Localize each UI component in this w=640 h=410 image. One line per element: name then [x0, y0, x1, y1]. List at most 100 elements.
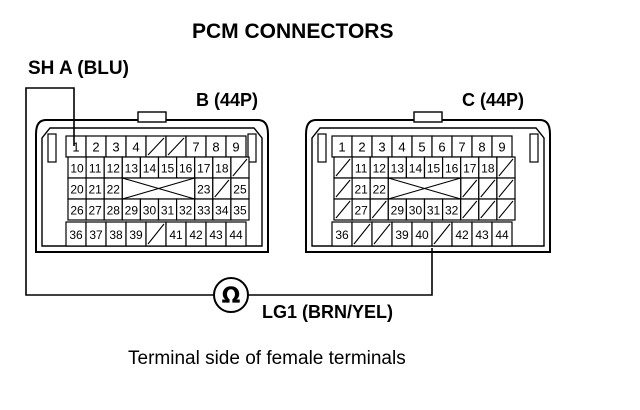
terminal-cell: 37: [85, 221, 107, 247]
terminal-number: 21: [354, 183, 368, 197]
terminal-number: 27: [88, 204, 102, 218]
terminal-cell: [145, 135, 167, 158]
terminal-cell: 27: [85, 198, 105, 221]
terminal-cell: 42: [451, 221, 473, 247]
terminal-cell: 2: [351, 135, 373, 158]
terminal-cell: 38: [105, 221, 127, 247]
terminal-cell: 30: [139, 198, 160, 221]
terminal-number: 43: [209, 228, 223, 242]
terminal-number: 32: [179, 204, 193, 218]
connector-lock-tab: [137, 111, 167, 123]
terminal-cell: 8: [205, 135, 227, 158]
terminal-cell: 28: [103, 198, 123, 221]
terminal-cell: 17: [194, 156, 214, 179]
terminal-number: 4: [398, 140, 405, 155]
terminal-cell: 15: [423, 156, 444, 179]
terminal-cell: 32: [442, 198, 462, 221]
terminal-cell: 31: [423, 198, 444, 221]
terminal-cell: [371, 221, 393, 247]
terminal-cell: 12: [103, 156, 123, 179]
caption: Terminal side of female terminals: [128, 348, 406, 369]
terminal-number: 16: [179, 162, 193, 176]
terminal-cell: 26: [67, 198, 87, 221]
terminal-number: 30: [143, 204, 157, 218]
terminal-number: 2: [92, 140, 99, 155]
terminal-number: 5: [418, 140, 425, 155]
terminal-number: 11: [89, 162, 102, 176]
terminal-number: 42: [455, 228, 469, 242]
terminal-number: 2: [358, 140, 365, 155]
terminal-number: 7: [192, 140, 199, 155]
terminal-cell: 7: [451, 135, 473, 158]
terminal-cell: 4: [391, 135, 413, 158]
terminal-cell: 7: [185, 135, 207, 158]
terminal-cell: [496, 177, 516, 200]
terminal-cell: 18: [478, 156, 498, 179]
terminal-cell: 40: [411, 221, 433, 247]
terminal-number: 33: [197, 204, 211, 218]
terminal-cell: 15: [157, 156, 178, 179]
terminal-cell: 5: [411, 135, 433, 158]
terminal-number: 16: [445, 162, 459, 176]
connector-c-label: C (44P): [462, 90, 525, 110]
terminal-cell: 21: [351, 177, 371, 200]
terminal-number: 21: [88, 183, 102, 197]
terminal-cell: 4: [125, 135, 147, 158]
terminal-cell: 3: [371, 135, 393, 158]
terminal-number: 37: [89, 228, 103, 242]
terminal-cell: 1: [65, 135, 87, 158]
terminal-number: 6: [438, 140, 445, 155]
terminal-cell: 43: [205, 221, 227, 247]
terminal-number: 1: [338, 140, 345, 155]
connector-inner-rim: [311, 127, 545, 247]
terminal-cell: 39: [391, 221, 413, 247]
terminal-number: 10: [70, 162, 84, 176]
terminal-cell: 32: [176, 198, 196, 221]
terminal-number: 41: [169, 228, 183, 242]
terminal-cell: 14: [405, 156, 426, 179]
connector-side-latch: [317, 133, 327, 163]
terminal-cell: [230, 156, 250, 179]
terminal-cell: 1: [331, 135, 353, 158]
terminal-cell: [431, 221, 453, 247]
terminal-cell: 34: [212, 198, 232, 221]
terminal-cell: [351, 221, 373, 247]
terminal-number: 34: [215, 204, 229, 218]
terminal-cell: 11: [351, 156, 371, 179]
terminal-number: 20: [70, 183, 84, 197]
terminal-number: 1: [72, 140, 79, 155]
terminal-number: 31: [161, 204, 175, 218]
ohm-symbol: Ω: [222, 284, 241, 309]
terminal-number: 13: [391, 162, 405, 176]
terminal-number: 31: [427, 204, 441, 218]
connector-housing: [305, 119, 551, 253]
terminal-cell: 31: [157, 198, 178, 221]
terminal-number: 22: [373, 183, 387, 197]
terminal-cell: 2: [85, 135, 107, 158]
terminal-cell: [145, 221, 167, 247]
terminal-number: 13: [125, 162, 139, 176]
connector-side-latch: [529, 133, 539, 163]
connector-b-label: B (44P): [196, 90, 259, 110]
terminal-number: 39: [129, 228, 143, 242]
terminal-cell: 42: [185, 221, 207, 247]
terminal-cell: 36: [331, 221, 353, 247]
connector-lock-tab: [413, 111, 443, 123]
terminal-number: 18: [481, 162, 495, 176]
terminal-cell: 12: [369, 156, 389, 179]
probe-lead-wire: [25, 87, 214, 296]
terminal-cell: [369, 198, 389, 221]
terminal-cell: [333, 198, 353, 221]
terminal-cell: [496, 156, 516, 179]
terminal-number: 9: [498, 140, 505, 155]
connector-side-latch: [247, 133, 257, 163]
terminal-cell: 13: [121, 156, 142, 179]
terminal-number: 36: [335, 228, 349, 242]
terminal-number: 4: [132, 140, 139, 155]
terminal-cell: 20: [67, 177, 87, 200]
terminal-cell: 13: [387, 156, 407, 179]
terminal-cell: 36: [65, 221, 87, 247]
terminal-cell: 44: [225, 221, 247, 247]
terminal-cell: 43: [471, 221, 493, 247]
